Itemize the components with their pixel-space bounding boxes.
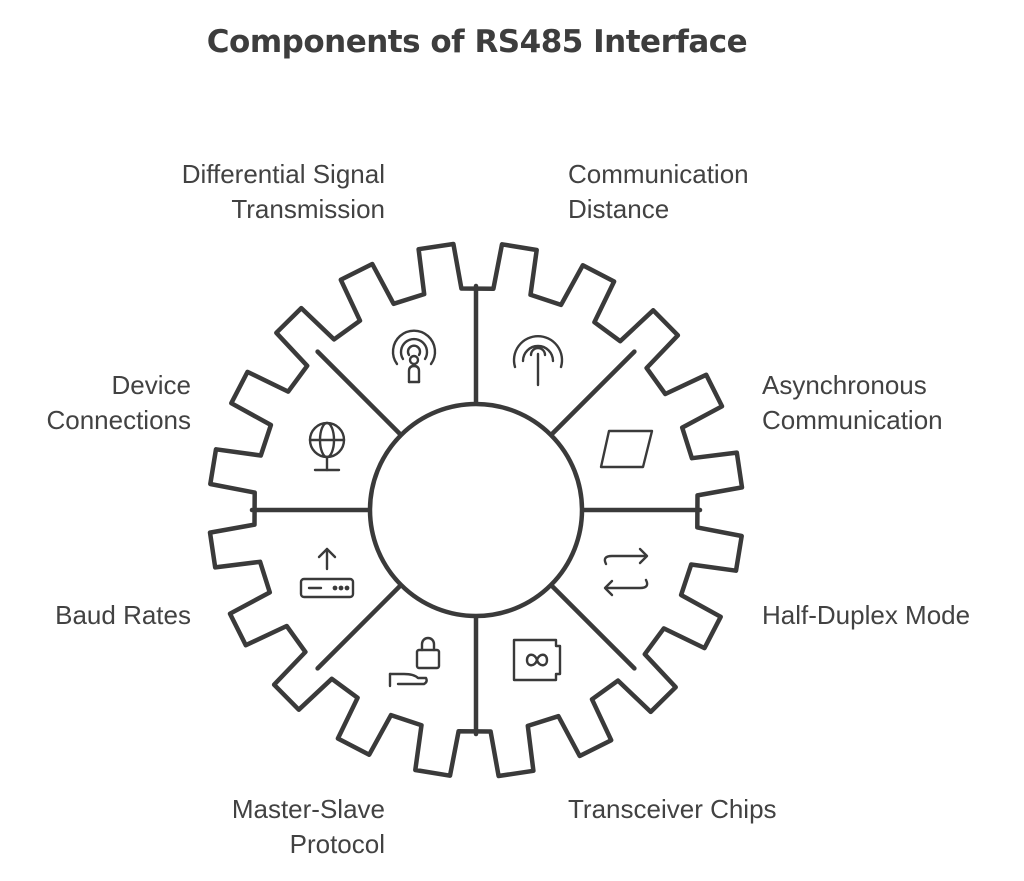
diagram-title: Components of RS485 Interface: [206, 24, 748, 60]
label-transceiver-chips: Transceiver Chips: [568, 794, 777, 824]
label-master-slave-protocol: Master-Slave Protocol: [231, 794, 385, 859]
swap-arrows-icon: [603, 547, 649, 597]
segment-divider: [315, 349, 404, 438]
segment-dividers: [249, 283, 703, 737]
parallelogram-icon: [599, 429, 654, 469]
label-device-connections: Device Connections: [46, 370, 191, 435]
globe-icon: [308, 421, 346, 472]
center-hub: [367, 401, 585, 619]
segment-divider: [548, 582, 637, 671]
label-asynchronous-communication: Asynchronous Communication: [762, 370, 943, 435]
router-upload-icon: [299, 547, 355, 599]
label-half-duplex-mode: Half-Duplex Mode: [762, 600, 971, 630]
chip-icon: [512, 638, 562, 682]
segment-divider: [548, 349, 637, 438]
label-baud-rates: Baud Rates: [55, 600, 191, 630]
lock-hand-icon: [388, 636, 441, 688]
segment-divider: [315, 582, 404, 671]
label-communication-distance: Communication Distance: [568, 159, 749, 224]
broadcast-person-icon: [391, 329, 437, 384]
label-differential-signal: Differential Signal Transmission: [181, 159, 385, 224]
antenna-icon: [512, 334, 564, 387]
